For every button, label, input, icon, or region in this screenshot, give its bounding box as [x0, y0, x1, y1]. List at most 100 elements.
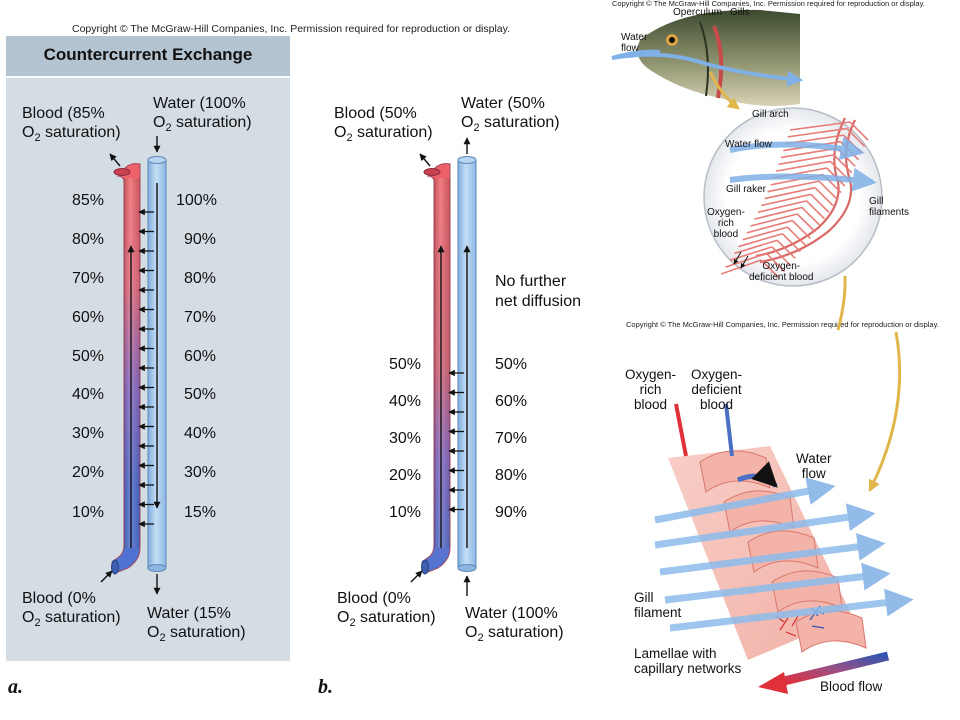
blood-percent: 30% [389, 430, 422, 447]
blood-percent: 20% [389, 467, 422, 484]
blood-top-label-b: Blood (50%O2 saturation) [334, 105, 433, 145]
gill-filament-line [776, 239, 796, 259]
gill-filament-line [805, 200, 826, 220]
water-percent: 60% [495, 393, 528, 410]
gill-filament-line [781, 233, 801, 253]
blood-vessel-b [421, 163, 451, 575]
gill-filament-line [786, 226, 807, 246]
blood-percent: 85% [72, 192, 105, 209]
gill-filament-illustration [654, 403, 914, 694]
gills-label: Gills [730, 7, 750, 18]
gill-filament-line [814, 187, 834, 207]
zoom-arrow-lower [836, 275, 847, 331]
gill-filament-line [810, 193, 830, 213]
gill-filament-line [742, 226, 788, 241]
gill-filament-line [734, 239, 778, 255]
gill-filament-line [789, 121, 851, 131]
copyright-notice-filament: Copyright © The McGraw-Hill Companies, I… [626, 320, 939, 329]
blood-percent: 10% [389, 504, 422, 521]
blood-vessel-a [111, 163, 141, 575]
gill-filament-line [833, 154, 853, 174]
water-bottom-label-b: Water (100%O2 saturation) [465, 605, 564, 645]
blood-in-arrow-a [100, 570, 113, 583]
water-percent: 15% [184, 504, 217, 521]
lamella [795, 610, 867, 653]
figure-label-b: b. [318, 676, 333, 698]
blood-bottom-label-b: Blood (0%O2 saturation) [337, 590, 436, 630]
gill-filament-line [767, 180, 820, 193]
blood-percent: 40% [389, 393, 422, 410]
blood-percent: 10% [72, 504, 105, 521]
gill-filament-line [801, 206, 821, 226]
gill-water-flow-label: Water flow [725, 139, 772, 150]
arch-oxygen-deficient-label: Oxygen-deficient blood [749, 261, 814, 283]
blood-percent: 40% [72, 386, 105, 403]
gill-filament-line [778, 154, 834, 166]
gill-filament-line [754, 206, 803, 220]
water-percent: 50% [184, 386, 217, 403]
gill-filament-line [771, 246, 791, 266]
water-percent: 40% [184, 425, 217, 442]
zoom-arrow-upper [708, 71, 740, 110]
figure-label-a: a. [8, 676, 23, 698]
gill-filament-line [765, 252, 786, 272]
water-bottom-label-a: Water (15%O2 saturation) [147, 605, 246, 645]
gill-filament-line [746, 219, 793, 234]
water-percent: 100% [176, 192, 217, 209]
blood-percent: 80% [72, 231, 105, 248]
gill-filament-line [775, 160, 831, 172]
water-percent: 80% [495, 467, 528, 484]
blood-percent: 30% [72, 425, 105, 442]
water-top-label-b: Water (50%O2 saturation) [461, 95, 560, 135]
blood-top-label-a: Blood (85%O2 saturation) [22, 105, 121, 145]
blood-percent: 50% [72, 348, 105, 365]
blood-percent: 50% [389, 356, 422, 373]
water-percent: 30% [184, 464, 217, 481]
gill-filament-line [818, 180, 838, 200]
blood-out-arrow-a [109, 153, 121, 167]
countercurrent-title: Countercurrent Exchange [43, 45, 253, 64]
water-flow-arrow [664, 562, 891, 604]
copyright-notice-fish: Copyright © The McGraw-Hill Companies, I… [612, 0, 925, 8]
blood-percent: 70% [72, 270, 105, 287]
gill-arch-label: Gill arch [752, 109, 789, 120]
water-percent: 70% [495, 430, 528, 447]
blood-percent: 60% [72, 309, 105, 326]
gill-filament-line [757, 200, 807, 214]
water-top-label-a: Water (100%O2 saturation) [153, 95, 252, 135]
gill-filament-line [849, 121, 869, 141]
blood-flow-label: Blood flow [820, 679, 883, 694]
water-flow-arrow [659, 532, 886, 576]
diffusion-arrows-a [138, 208, 154, 528]
water-percent: 90% [184, 231, 217, 248]
water-flow-arrow [654, 503, 876, 549]
operculum-label: Operculum [673, 7, 722, 18]
blood-bottom-label-a: Blood (0%O2 saturation) [22, 590, 121, 630]
gill-filament-line [760, 259, 780, 279]
blood-out-arrow-b [419, 153, 431, 167]
diffusion-arrows-b [448, 369, 464, 513]
water-percent: 60% [184, 348, 217, 365]
blood-in-arrow-b [410, 570, 423, 583]
gill-filament-line [796, 213, 816, 233]
gill-filament-line [764, 186, 816, 200]
gill-filament-line [750, 213, 798, 227]
zoom-arrow-right [868, 331, 902, 493]
water-percent: 80% [184, 270, 217, 287]
gill-raker-label: Gill raker [726, 184, 767, 195]
fish-head-illustration [611, 9, 804, 106]
copyright-notice: Copyright © The McGraw-Hill Companies, I… [72, 23, 511, 35]
water-flow-arrow [669, 588, 914, 632]
gill-arch-illustration [703, 107, 883, 287]
gill-filament-line [787, 127, 847, 138]
